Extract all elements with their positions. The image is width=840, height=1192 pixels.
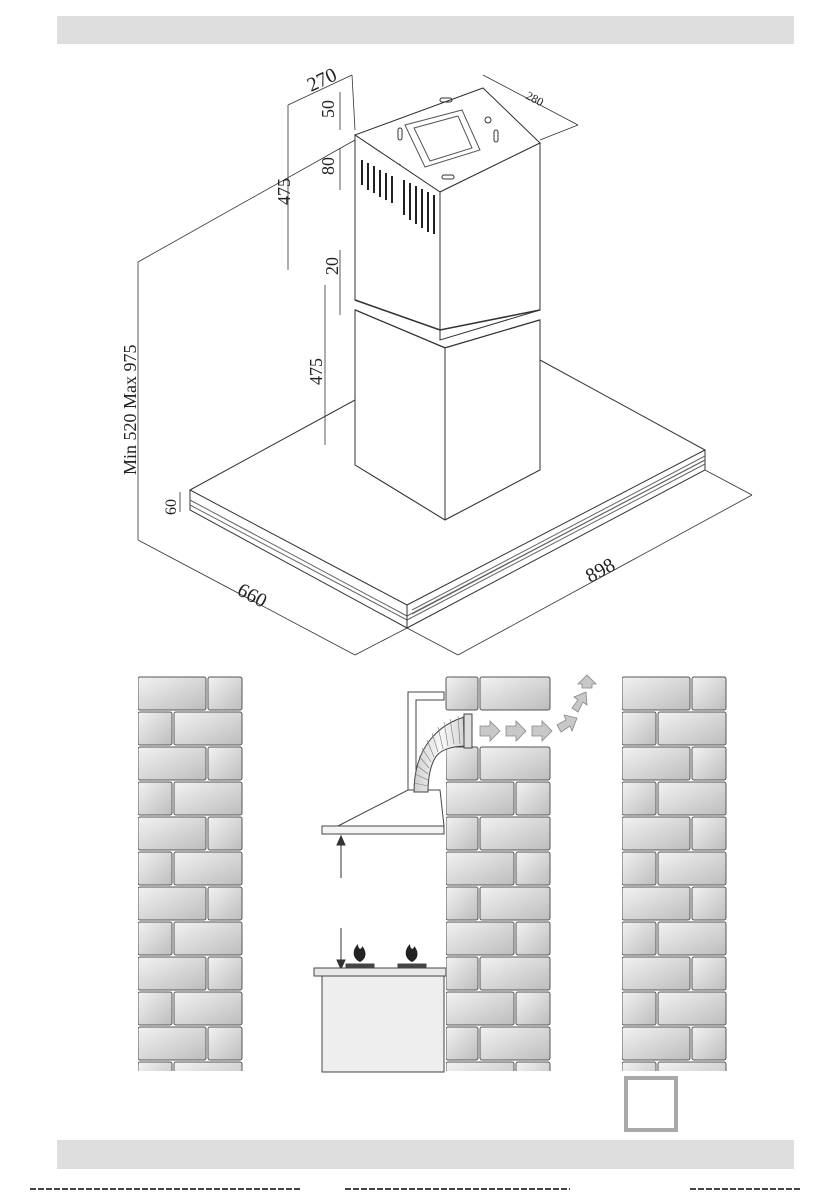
dim-60: 60 bbox=[163, 499, 180, 515]
brick-wall-left bbox=[138, 677, 242, 1075]
footer-bar bbox=[57, 1140, 794, 1169]
cut-line bbox=[0, 1186, 840, 1192]
installation-diagram bbox=[0, 665, 840, 1075]
dim-50: 50 bbox=[318, 100, 338, 118]
dim-total-height: Min 520 Max 975 bbox=[120, 345, 140, 476]
kitchen-cabinet bbox=[322, 976, 444, 1072]
dim-898: 898 bbox=[582, 554, 619, 588]
dim-475-lower: 475 bbox=[306, 358, 326, 385]
cooktop bbox=[314, 964, 446, 976]
dim-475-upper: 475 bbox=[274, 178, 294, 205]
dim-270: 270 bbox=[304, 64, 340, 97]
hood-canopy bbox=[322, 826, 444, 834]
hood-dimension-drawing: 270 280 50 80 475 20 475 Min 520 Max 975… bbox=[0, 0, 840, 665]
flame-icon bbox=[354, 944, 418, 962]
dim-80: 80 bbox=[318, 157, 338, 175]
brick-wall-right bbox=[622, 677, 726, 1075]
page-number-box bbox=[624, 1076, 678, 1132]
clearance-arrow bbox=[337, 836, 345, 969]
dim-20: 20 bbox=[322, 257, 342, 275]
